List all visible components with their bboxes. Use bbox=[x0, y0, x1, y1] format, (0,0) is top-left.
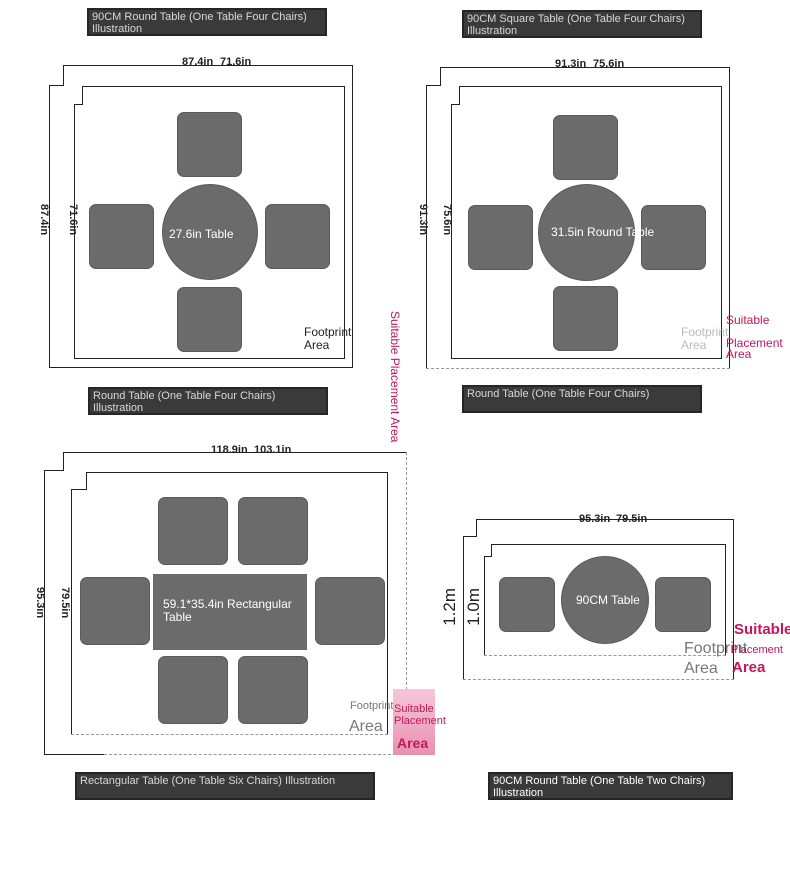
suitable-label-top: Suitable bbox=[726, 313, 770, 327]
caption-mid-left: Round Table (One Table Four Chairs) Illu… bbox=[88, 387, 328, 415]
chair-right bbox=[655, 577, 711, 632]
inner-width-label: 103.1in bbox=[254, 444, 292, 456]
outer-height-label: 87.4in bbox=[38, 204, 50, 236]
suitable-label-bottom: Placement Area bbox=[726, 336, 783, 361]
table-label: 27.6in Table bbox=[169, 227, 234, 241]
chair-right bbox=[265, 204, 330, 269]
chair-left bbox=[499, 577, 555, 632]
suitable-label-top: Suitable bbox=[734, 621, 790, 638]
caption-mid-right: Round Table (One Table Four Chairs) bbox=[462, 385, 702, 413]
chair-bottom-left bbox=[158, 656, 228, 724]
caption-top-right: 90CM Square Table (One Table Four Chairs… bbox=[462, 10, 702, 38]
chair-left bbox=[89, 204, 154, 269]
caption-bottom-left: Rectangular Table (One Table Six Chairs)… bbox=[75, 772, 375, 800]
chair-bottom bbox=[177, 287, 242, 352]
footprint-label-bottom: Area bbox=[349, 718, 383, 735]
round-table bbox=[538, 184, 635, 281]
outer-height-label: 95.3in bbox=[34, 587, 46, 619]
inner-width-label: 79.5in bbox=[616, 513, 648, 525]
caption-bottom-right: 90CM Round Table (One Table Two Chairs) … bbox=[488, 772, 733, 800]
table-label: 31.5in Round Table bbox=[551, 225, 655, 239]
table-label: 59.1*35.4in Rectangular Table bbox=[163, 597, 292, 624]
suitable-label-bottom: Area bbox=[732, 659, 766, 676]
chair-top bbox=[553, 115, 618, 180]
footprint-label: Footprint Area bbox=[681, 325, 729, 352]
inner-height-label: 79.5in bbox=[59, 587, 71, 619]
round-table bbox=[162, 184, 258, 280]
suitable-area-highlight bbox=[393, 689, 435, 755]
outer-width-label: 87.4in bbox=[182, 56, 214, 68]
outer-height-label: 91.3in bbox=[417, 204, 429, 236]
inner-height-label: 75.6in bbox=[441, 204, 453, 236]
footprint-label-top: Footprint bbox=[350, 700, 394, 712]
chair-top-left bbox=[158, 497, 228, 565]
suitable-vertical-label: Suitable Placement Area bbox=[388, 311, 402, 443]
chair-bottom bbox=[553, 286, 618, 351]
suitable-label-mid: Placement bbox=[731, 644, 783, 656]
chair-left bbox=[80, 577, 150, 645]
rectangular-table bbox=[153, 574, 307, 650]
footprint-label: Footprint Area bbox=[304, 325, 352, 352]
suitable-label-bottom: Area bbox=[397, 735, 429, 751]
outer-width-label: 91.3in bbox=[555, 58, 587, 70]
chair-left bbox=[468, 205, 533, 270]
suitable-label-top: Suitable Placement bbox=[394, 703, 446, 727]
footprint-label-top: Footprint bbox=[684, 640, 748, 657]
chair-right bbox=[641, 205, 706, 270]
footprint-label-bottom: Area bbox=[684, 660, 718, 677]
inner-width-label: 71.6in bbox=[220, 56, 252, 68]
chair-top bbox=[177, 112, 242, 177]
chair-right bbox=[315, 577, 385, 645]
inner-width-label: 75.6in bbox=[593, 58, 625, 70]
chair-bottom-right bbox=[238, 656, 308, 724]
table-label: 90CM Table bbox=[576, 593, 640, 607]
chair-top-right bbox=[238, 497, 308, 565]
round-table bbox=[561, 556, 649, 644]
inner-height-label: 71.6in bbox=[67, 204, 79, 236]
inner-height-label: 1.0m bbox=[464, 588, 483, 626]
outer-height-label: 1.2m bbox=[440, 588, 459, 626]
caption-top-left: 90CM Round Table (One Table Four Chairs)… bbox=[87, 8, 327, 36]
outer-width-label: 95.3in bbox=[579, 513, 611, 525]
outer-width-label: 118.9in bbox=[211, 444, 248, 456]
